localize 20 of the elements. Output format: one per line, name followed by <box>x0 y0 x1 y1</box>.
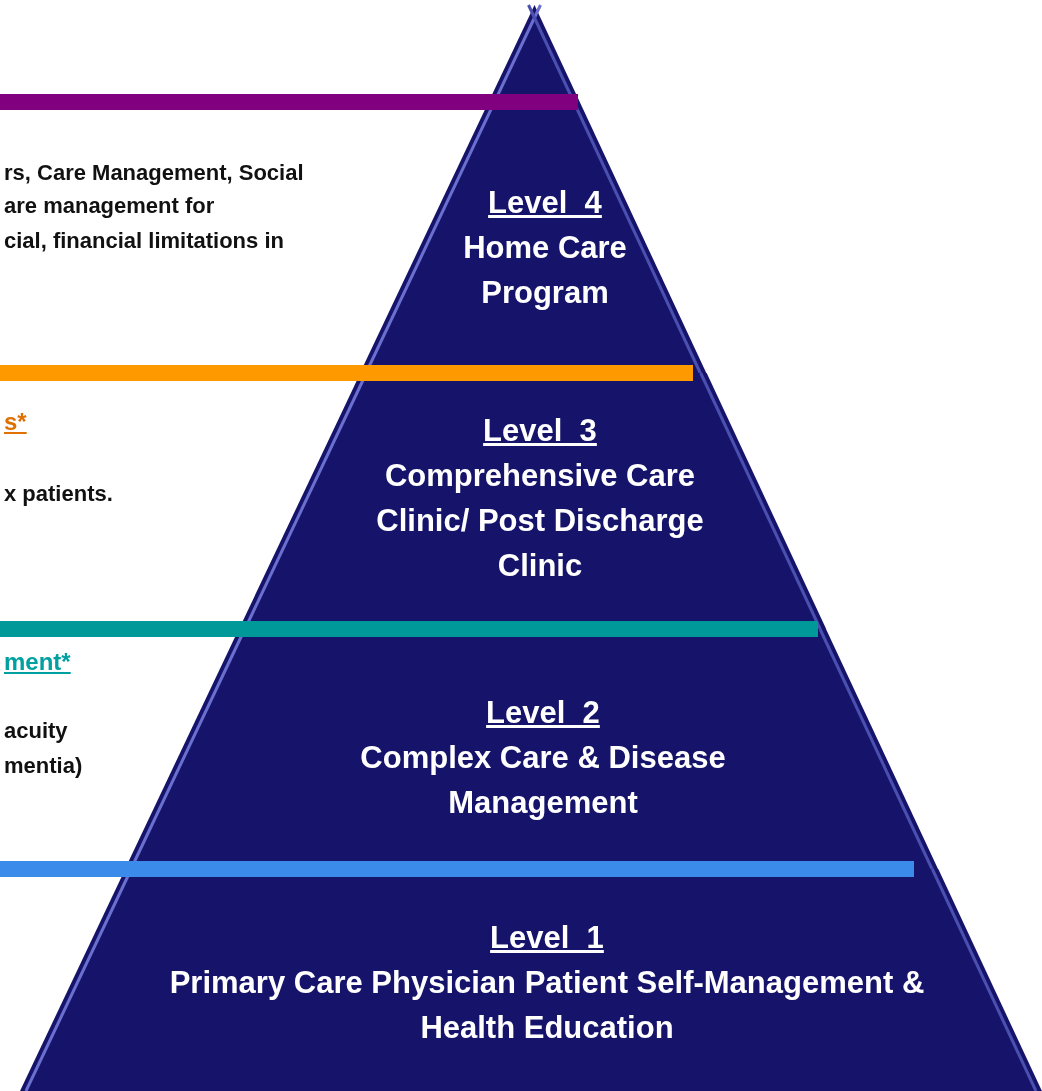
description-text: x patients. <box>4 481 113 507</box>
description-text: acuity <box>4 718 68 744</box>
description-text: mentia) <box>4 753 83 779</box>
level-heading: Level 2 <box>485 694 601 732</box>
description-text: are management for <box>4 193 215 219</box>
divider-bar <box>0 621 818 637</box>
tier-title: Home Care Program <box>462 229 628 312</box>
tier-title: Comprehensive Care Clinic/ Post Discharge Clinic <box>375 457 705 585</box>
level-heading: Level 3 <box>482 412 598 450</box>
divider-bar <box>0 861 914 877</box>
section-heading: ment* <box>4 648 71 676</box>
tier-title: Primary Care Physician Patient Self-Management & Health Education <box>168 964 926 1047</box>
section-heading: s* <box>4 408 27 436</box>
level-heading: Level 1 <box>489 919 605 957</box>
divider-bar <box>0 94 578 110</box>
divider-bar <box>0 365 693 381</box>
level-heading: Level 4 <box>487 184 603 222</box>
description-text: rs, Care Management, Social <box>4 160 304 186</box>
tier-title: Complex Care & Disease Management <box>359 739 727 822</box>
description-text: cial, financial limitations in <box>4 228 284 254</box>
